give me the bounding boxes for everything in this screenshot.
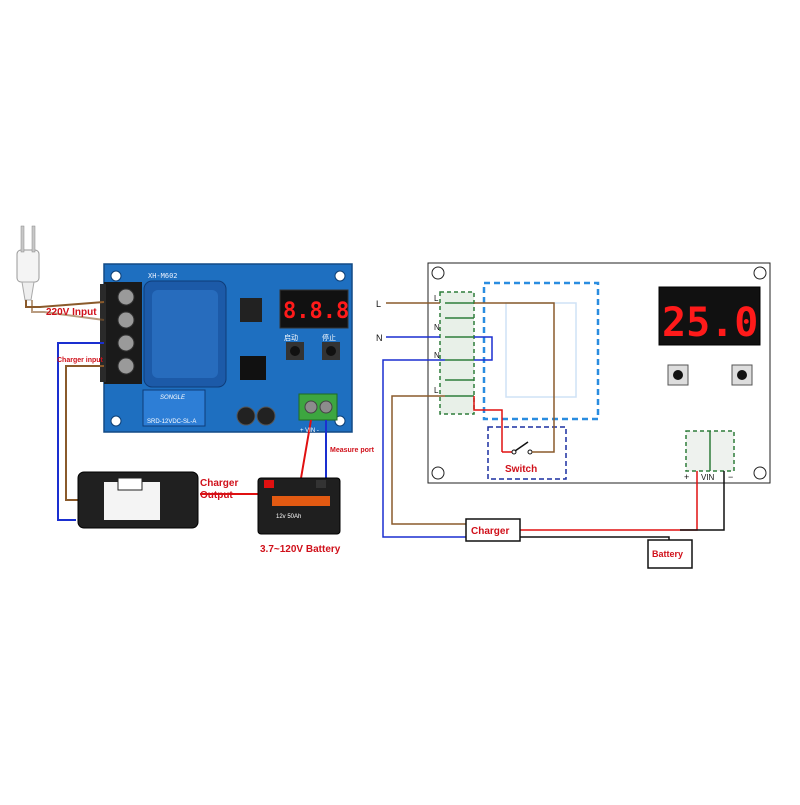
switch-symbol bbox=[502, 441, 541, 455]
photo-display-value: 8.8.8 bbox=[283, 299, 349, 324]
battery-range-label: 3.7~120V Battery bbox=[260, 544, 341, 555]
photo-terminal-label: + VIN - bbox=[300, 428, 319, 434]
charger-device bbox=[77, 471, 199, 529]
relay-model: SRD-12VDC-SL-A bbox=[147, 419, 196, 425]
terminal-label-2: N bbox=[434, 323, 440, 332]
start-button-label: 启动 bbox=[284, 333, 298, 342]
lead-acid-battery bbox=[257, 477, 341, 535]
power-plug bbox=[16, 225, 40, 301]
charger-input-label: Charger input bbox=[57, 357, 104, 364]
battery-label: Battery bbox=[652, 549, 683, 559]
photo-wires bbox=[25, 300, 327, 521]
terminal-label-4: L bbox=[434, 386, 439, 395]
terminal-label-3: N bbox=[434, 351, 440, 360]
vin-label: VIN bbox=[701, 473, 715, 482]
battery-text: 12v 50Ah bbox=[276, 514, 301, 520]
schematic-wires bbox=[382, 302, 725, 540]
stop-button-label: 停止 bbox=[322, 333, 336, 342]
charger-label: Charger bbox=[471, 526, 509, 537]
schematic-board bbox=[427, 262, 771, 484]
schematic-battery-box bbox=[647, 539, 693, 569]
minus-label: − bbox=[728, 472, 733, 482]
relay-brand: SONGLE bbox=[160, 395, 186, 401]
charger-output-label-1: Charger bbox=[200, 478, 238, 489]
schematic-display-value: 25.0 bbox=[662, 300, 758, 346]
measure-port-label: Measure port bbox=[330, 447, 375, 454]
input-220v-label: 220V Input bbox=[46, 307, 97, 318]
line-l-label: L bbox=[376, 299, 381, 309]
module-model: XH-M602 bbox=[148, 272, 178, 280]
plus-label: + bbox=[684, 472, 689, 482]
xh-m602-module bbox=[100, 263, 353, 433]
schematic-charger-box bbox=[465, 518, 521, 542]
charger-output-label-2: Output bbox=[200, 490, 233, 501]
line-n-label: N bbox=[376, 333, 383, 343]
terminal-label-1: L bbox=[434, 294, 439, 303]
switch-label: Switch bbox=[505, 464, 537, 475]
